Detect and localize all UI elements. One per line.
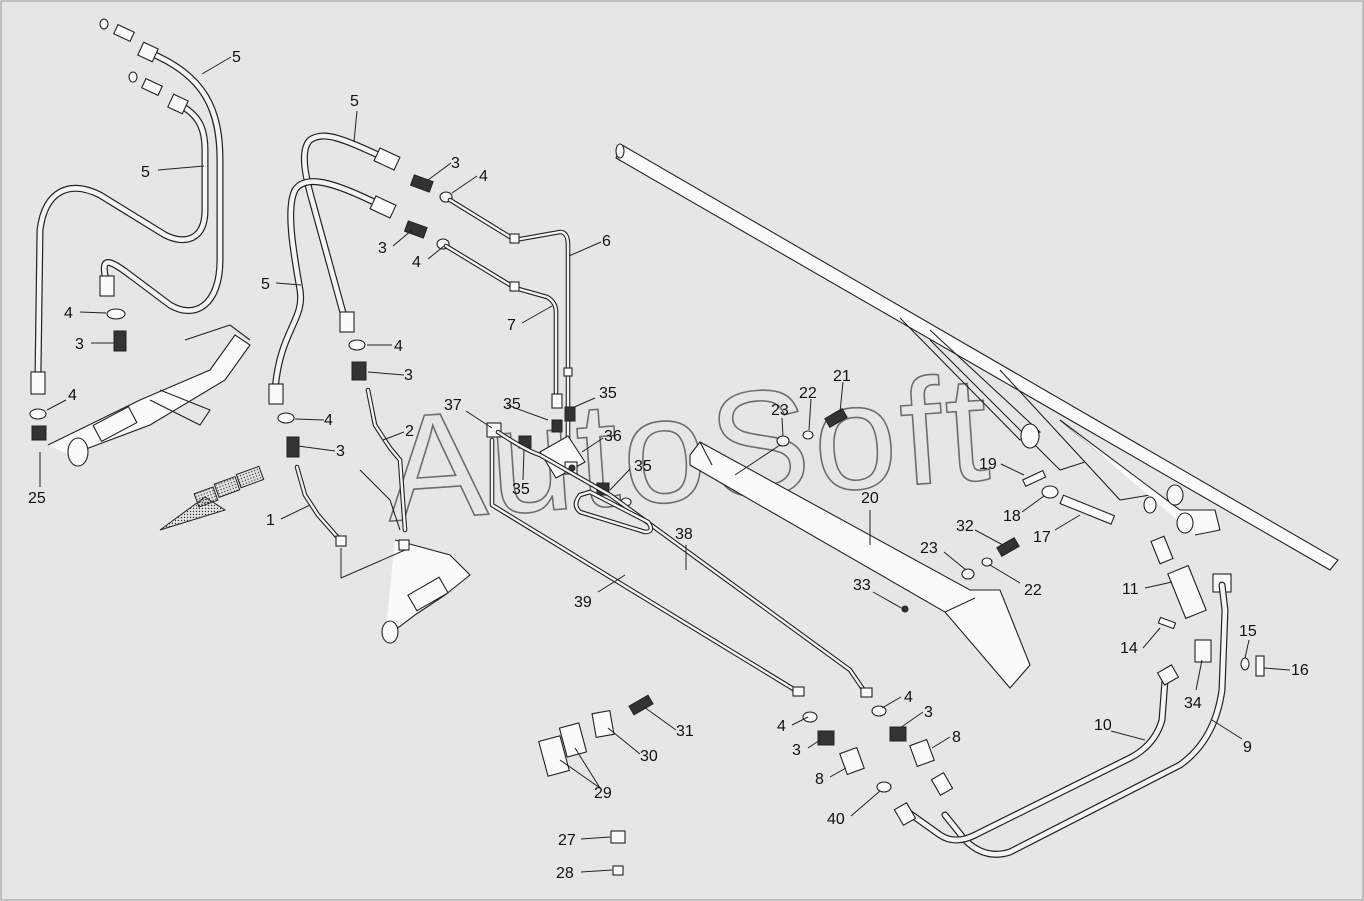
leader-lines (39, 56, 1291, 873)
callout-3: 3 (336, 443, 345, 460)
callout-8: 8 (952, 729, 961, 746)
callout-2: 2 (405, 423, 414, 440)
callout-32: 32 (956, 518, 974, 535)
hose-5-left (30, 41, 224, 395)
clamp-parts (538, 694, 654, 777)
callout-27: 27 (558, 832, 576, 849)
callout-38: 38 (675, 526, 693, 543)
callout-17: 17 (1033, 529, 1051, 546)
callout-37: 37 (444, 397, 462, 414)
frame-beam (615, 143, 1339, 571)
callout-28: 28 (556, 865, 574, 882)
callout-3: 3 (378, 240, 387, 257)
callout-33: 33 (853, 577, 871, 594)
hose-5-center (268, 132, 401, 405)
callout-10: 10 (1094, 717, 1112, 734)
lines-38-39 (489, 429, 873, 698)
callout-4: 4 (479, 168, 488, 185)
distribution-block-36 (486, 393, 632, 507)
guard-20 (689, 441, 1031, 689)
cylinder-11 (1150, 535, 1232, 620)
callout-7: 7 (507, 317, 516, 334)
callout-40: 40 (827, 811, 845, 828)
callout-23: 23 (771, 402, 789, 419)
callout-5: 5 (141, 164, 150, 181)
callout-4: 4 (904, 689, 913, 706)
callout-35: 35 (512, 481, 530, 498)
callout-31: 31 (676, 723, 694, 740)
callout-35: 35 (599, 385, 617, 402)
callout-3: 3 (451, 155, 460, 172)
callout-16: 16 (1291, 662, 1309, 679)
callout-3: 3 (924, 704, 933, 721)
callout-3: 3 (404, 367, 413, 384)
callout-4: 4 (324, 412, 333, 429)
fitting-top-left (99, 18, 164, 97)
lines-9-10 (893, 581, 1229, 858)
callout-19: 19 (979, 456, 997, 473)
callout-18: 18 (1003, 508, 1021, 525)
callout-14: 14 (1120, 640, 1138, 657)
callout-3: 3 (75, 336, 84, 353)
direction-arrow-icon (159, 465, 265, 531)
callout-4: 4 (412, 254, 421, 271)
callout-23: 23 (920, 540, 938, 557)
callout-11: 11 (1122, 581, 1139, 598)
left-mechanism (47, 324, 251, 467)
callout-25: 25 (28, 490, 46, 507)
callout-36: 36 (604, 428, 622, 445)
callout-5: 5 (261, 276, 270, 293)
callout-4: 4 (64, 305, 73, 322)
adapter-8 (839, 738, 935, 776)
callout-15: 15 (1239, 623, 1257, 640)
line-6-7 (443, 197, 573, 458)
callout-21: 21 (833, 368, 851, 385)
callout-35: 35 (503, 396, 521, 413)
center-mechanism (294, 387, 471, 644)
callout-4: 4 (68, 387, 77, 404)
callout-30: 30 (640, 748, 658, 765)
callout-4: 4 (394, 338, 403, 355)
callout-29: 29 (594, 785, 612, 802)
callout-5: 5 (232, 49, 241, 66)
callout-8: 8 (815, 771, 824, 788)
bolt-fittings (29, 174, 1265, 793)
callout-1: 1 (266, 512, 275, 529)
callout-35: 35 (634, 458, 652, 475)
callout-22: 22 (799, 385, 817, 402)
callout-22: 22 (1024, 582, 1042, 599)
callout-9: 9 (1243, 739, 1252, 756)
callout-4: 4 (777, 718, 786, 735)
callout-6: 6 (602, 233, 611, 250)
nut-27-28 (610, 830, 626, 876)
callout-3: 3 (792, 742, 801, 759)
callout-labels: 5 5 5 5 3 3 3 3 3 3 3 4 4 4 4 4 4 4 4 6 … (28, 49, 1309, 882)
callout-5: 5 (350, 93, 359, 110)
watermark: AutoSoft (380, 343, 998, 553)
callout-34: 34 (1184, 695, 1202, 712)
callout-20: 20 (861, 490, 879, 507)
callout-39: 39 (574, 594, 592, 611)
